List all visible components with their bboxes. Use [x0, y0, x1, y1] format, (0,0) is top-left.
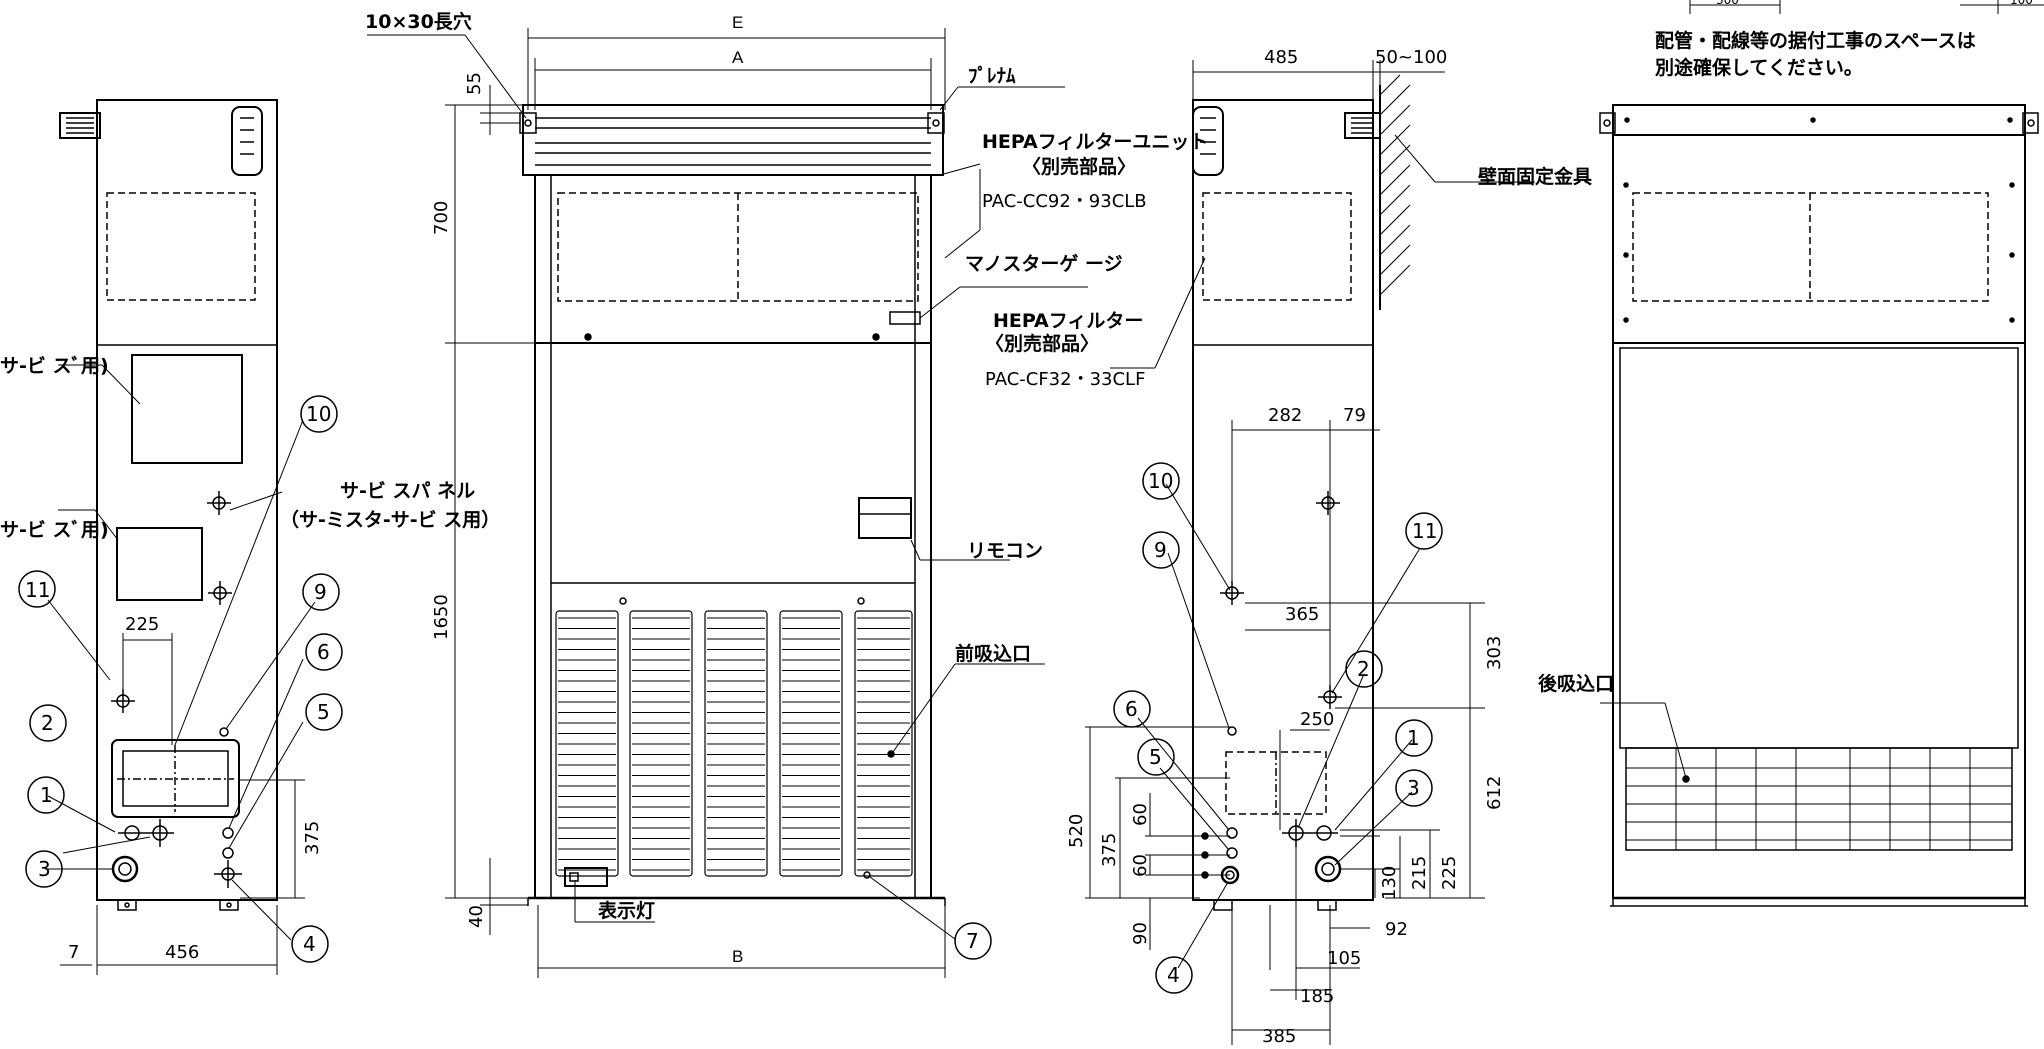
dim-92: 92 — [1385, 919, 1408, 940]
rear-view — [1599, 0, 2044, 907]
indicator-label: 表示灯 — [598, 899, 655, 922]
dim-40: 40 — [466, 905, 487, 928]
wall-bracket-label: 壁面固定金具 — [1478, 165, 1592, 188]
dim-60a: 60 — [1130, 803, 1151, 826]
hepa-unit-label: HEPAフィルターユニット — [982, 131, 1208, 153]
service-panel-label: サ-ビ スパ ネル — [340, 480, 475, 502]
callout-6-side: 6 — [1125, 697, 1138, 721]
callout-10-left: 10 — [306, 402, 331, 426]
callout-7: 7 — [966, 929, 979, 953]
separate-part-label: 〈別売部品〉 — [1022, 155, 1136, 178]
rear-dim-top-right: 100 — [2010, 0, 2033, 7]
installation-note-line1: 配管・配線等の据付工事のスペースは — [1655, 29, 1976, 52]
hepa-filter-model: PAC-CF32・33CLF — [985, 369, 1145, 390]
left-dim-375: 375 — [302, 821, 323, 855]
front-view — [367, 28, 1088, 978]
dim-90: 90 — [1130, 922, 1151, 945]
callout-6-left: 6 — [317, 640, 330, 664]
service-panel-sub: （サ-ミスタ-サ-ビ ス用） — [280, 508, 500, 531]
dim-55: 55 — [464, 72, 485, 95]
dim-1650: 1650 — [431, 594, 452, 640]
remote-label: リモコン — [967, 540, 1043, 562]
dim-130: 130 — [1379, 866, 1400, 900]
separate-part-label-2: 〈別売部品〉 — [985, 332, 1099, 355]
callout-1-side: 1 — [1407, 726, 1420, 750]
callout-5-side: 5 — [1149, 745, 1162, 769]
dim-250: 250 — [1300, 709, 1334, 730]
callout-2-side: 2 — [1357, 657, 1370, 681]
rear-dim-top-left: 300 — [1716, 0, 1739, 7]
dim-60b: 60 — [1130, 854, 1151, 877]
slot-label: 10×30長穴 — [365, 10, 472, 33]
dim-520: 520 — [1066, 814, 1087, 848]
front-intake-label: 前吸込口 — [955, 642, 1031, 665]
dim-185: 185 — [1300, 986, 1334, 1007]
callout-5-left: 5 — [317, 700, 330, 724]
callout-11-left: 11 — [25, 578, 50, 602]
dim-612: 612 — [1484, 776, 1505, 810]
left-dim-456: 456 — [165, 942, 199, 963]
callout-2-left: 2 — [41, 711, 54, 735]
dim-50-100: 50~100 — [1375, 47, 1447, 68]
left-dim-7: 7 — [68, 942, 79, 963]
left-view — [18, 99, 343, 975]
dim-485: 485 — [1264, 47, 1298, 68]
dim-700: 700 — [431, 201, 452, 235]
dim-105: 105 — [1327, 948, 1361, 969]
plenum-label: ﾌﾟﾚﾅﾑ — [968, 64, 1016, 87]
dim-79: 79 — [1343, 405, 1366, 426]
dim-385: 385 — [1262, 1026, 1296, 1047]
left-service-label-a: サ-ビ スﾞ用) — [0, 354, 109, 377]
callout-3-left: 3 — [38, 857, 51, 881]
callout-11-side: 11 — [1412, 519, 1437, 543]
left-service-label-b: サ-ビ スﾞ用) — [0, 518, 109, 541]
dim-B: B — [732, 947, 743, 966]
hepa-filter-label: HEPAフィルター — [993, 310, 1143, 332]
dim-375-side: 375 — [1099, 833, 1120, 867]
callout-4-side: 4 — [1167, 963, 1180, 987]
manometer-label: マノスターゲ ージ — [965, 253, 1123, 275]
dim-A: A — [732, 48, 744, 67]
callout-9-side: 9 — [1154, 538, 1167, 562]
dim-365: 365 — [1285, 604, 1319, 625]
side-view — [1085, 60, 1535, 1045]
dim-E: E — [732, 13, 743, 32]
rear-intake-label: 後吸込口 — [1538, 672, 1614, 695]
callout-9-left: 9 — [314, 580, 327, 604]
dim-225-side: 225 — [1439, 856, 1460, 890]
callout-4-left: 4 — [303, 932, 316, 956]
hepa-unit-model: PAC-CC92・93CLB — [982, 191, 1147, 212]
callout-3-side: 3 — [1407, 776, 1420, 800]
dim-215: 215 — [1409, 856, 1430, 890]
dim-282: 282 — [1268, 405, 1302, 426]
callout-1-left: 1 — [40, 783, 53, 807]
left-dim-225: 225 — [125, 614, 159, 635]
callout-10-side: 10 — [1148, 469, 1173, 493]
installation-note-line2: 別途確保してください。 — [1655, 56, 1863, 79]
dim-303: 303 — [1484, 636, 1505, 670]
